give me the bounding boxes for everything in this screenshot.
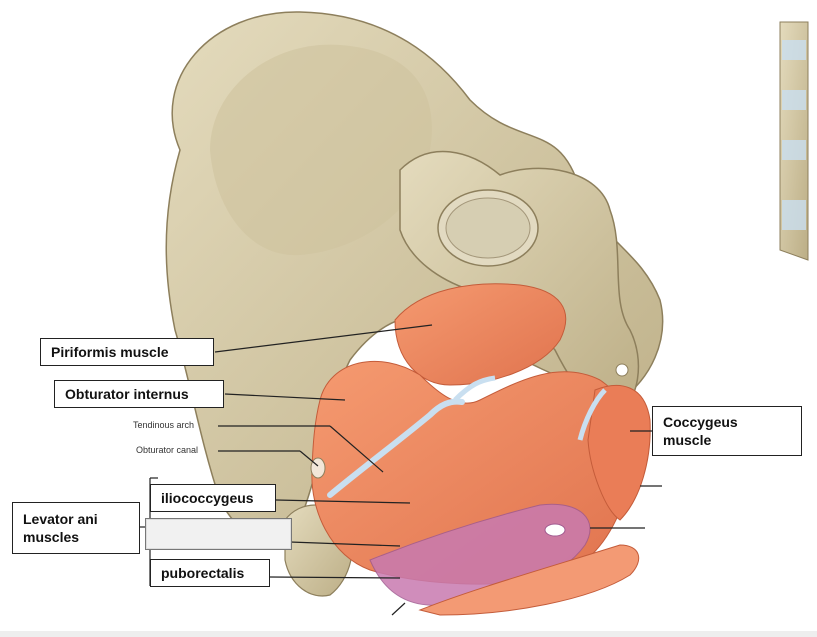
obturator-canal-label: Obturator canal <box>136 445 199 455</box>
tendinous-arch-label: Tendinous arch <box>133 420 195 430</box>
obturator-canal-shape <box>310 457 326 479</box>
pubococcygeus-blank-field[interactable] <box>145 518 292 550</box>
coccygeus-muscle-shape <box>587 384 651 521</box>
coccygeus-label: Coccygeus muscle <box>652 406 802 456</box>
puborectalis-label: puborectalis <box>150 559 270 587</box>
piriformis-label: Piriformis muscle <box>40 338 214 366</box>
spine-fragment <box>779 21 809 261</box>
obturator-internus-label: Obturator internus <box>54 380 224 408</box>
iliococcygeus-label: iliococcygeus <box>150 484 276 512</box>
bottom-edge-band <box>0 631 817 637</box>
levator-ani-label: Levator ani muscles <box>12 502 140 554</box>
tendinous-arch-shape <box>327 398 465 498</box>
pelvic-bone <box>165 11 664 597</box>
piriformis-muscle-shape <box>394 283 567 386</box>
